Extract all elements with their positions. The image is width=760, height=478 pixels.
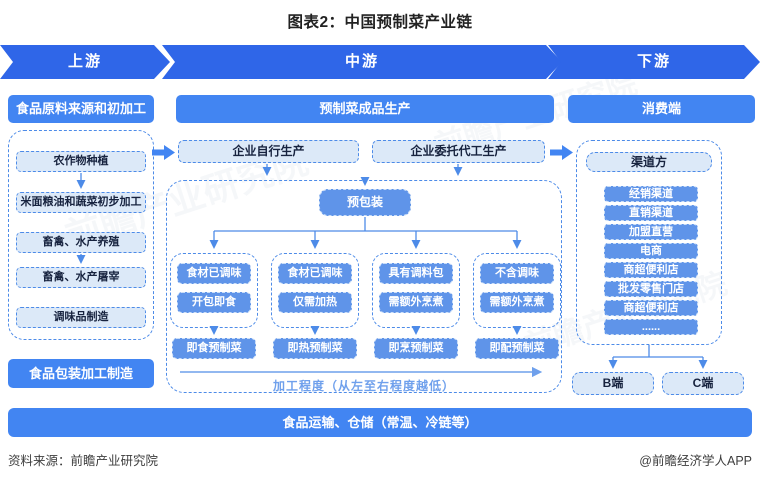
channel-item-supermarket: 商超便利店 (604, 262, 698, 278)
category-feature: 食材已调味 (278, 263, 352, 284)
category-usage: 开包即食 (177, 292, 251, 313)
channel-group (576, 140, 722, 345)
channel-item-supermarket-2: 商超便利店 (604, 300, 698, 316)
midstream-prepackaging: 预包装 (319, 189, 411, 216)
category-usage: 需额外烹煮 (379, 292, 453, 313)
upstream-header: 食品原料来源和初加工 (8, 95, 154, 123)
banner-upstream: 上游 (0, 45, 170, 79)
category-type-ready-to-cook: 即烹预制菜 (374, 338, 458, 359)
category-group-ready-to-heat: 食材已调味 仅需加热 (271, 253, 359, 328)
midstream-to-downstream-arrow (550, 145, 573, 160)
upstream-item-crop-planting: 农作物种植 (16, 151, 146, 172)
upstream-item-slaughter: 畜禽、水产屠宰 (16, 267, 146, 288)
midstream-self-production: 企业自行生产 (178, 140, 359, 163)
channel-header: 渠道方 (586, 152, 712, 172)
category-usage: 仅需加热 (278, 292, 352, 313)
channel-item-ecommerce: 电商 (604, 243, 698, 259)
upstream-group (8, 130, 154, 340)
upstream-item-grain-veg-processing: 米面粮油和蔬菜初步加工 (16, 192, 146, 213)
category-type-ready-to-mix: 即配预制菜 (475, 338, 559, 359)
banner-midstream-label: 中游 (344, 53, 379, 70)
category-group-ready-to-eat: 食材已调味 开包即食 (170, 253, 258, 328)
upstream-item-livestock-aquaculture: 畜禽、水产养殖 (16, 232, 146, 253)
midstream-header: 预制菜成品生产 (176, 95, 554, 123)
upstream-packaging: 食品包装加工制造 (8, 359, 154, 388)
channel-item-wholesale-retail: 批发零售门店 (604, 281, 698, 297)
channel-item-distribution: 经销渠道 (604, 186, 698, 202)
channel-item-more: ...... (604, 319, 698, 335)
category-usage: 需额外烹煮 (480, 292, 554, 313)
source-note: 资料来源：前瞻产业研究院 (8, 454, 159, 468)
channel-item-franchise: 加盟直营 (604, 224, 698, 240)
logistics-bar: 食品运输、仓储（常温、冷链等） (8, 408, 752, 437)
category-group-ready-to-cook: 具有调料包 需额外烹煮 (372, 253, 460, 328)
category-type-ready-to-eat: 即食预制菜 (172, 338, 256, 359)
banner-upstream-label: 上游 (67, 53, 102, 70)
downstream-header: 消费端 (568, 95, 755, 123)
channel-item-direct-sales: 直销渠道 (604, 205, 698, 221)
banner-downstream: 下游 (548, 45, 760, 79)
midstream-outsourced-production: 企业委托代工生产 (372, 140, 545, 163)
chart-title: 图表2：中国预制菜产业链 (287, 14, 473, 31)
banner-downstream-label: 下游 (636, 53, 671, 70)
category-type-ready-to-heat: 即热预制菜 (273, 338, 357, 359)
category-group-ready-to-mix: 不含调味 需额外烹煮 (473, 253, 561, 328)
category-feature: 不含调味 (480, 263, 554, 284)
client-type-c-side: C端 (662, 372, 744, 395)
category-feature: 食材已调味 (177, 263, 251, 284)
category-feature: 具有调料包 (379, 263, 453, 284)
brand-credit: @前瞻经济学人APP (639, 454, 752, 468)
banner-midstream: 中游 (162, 45, 562, 79)
upstream-to-midstream-arrow (152, 145, 175, 160)
client-type-b-side: B端 (572, 372, 654, 395)
upstream-item-condiment: 调味品制造 (16, 307, 146, 328)
processing-degree-axis-label: 加工程度（从左至右程度越低） (272, 379, 455, 393)
